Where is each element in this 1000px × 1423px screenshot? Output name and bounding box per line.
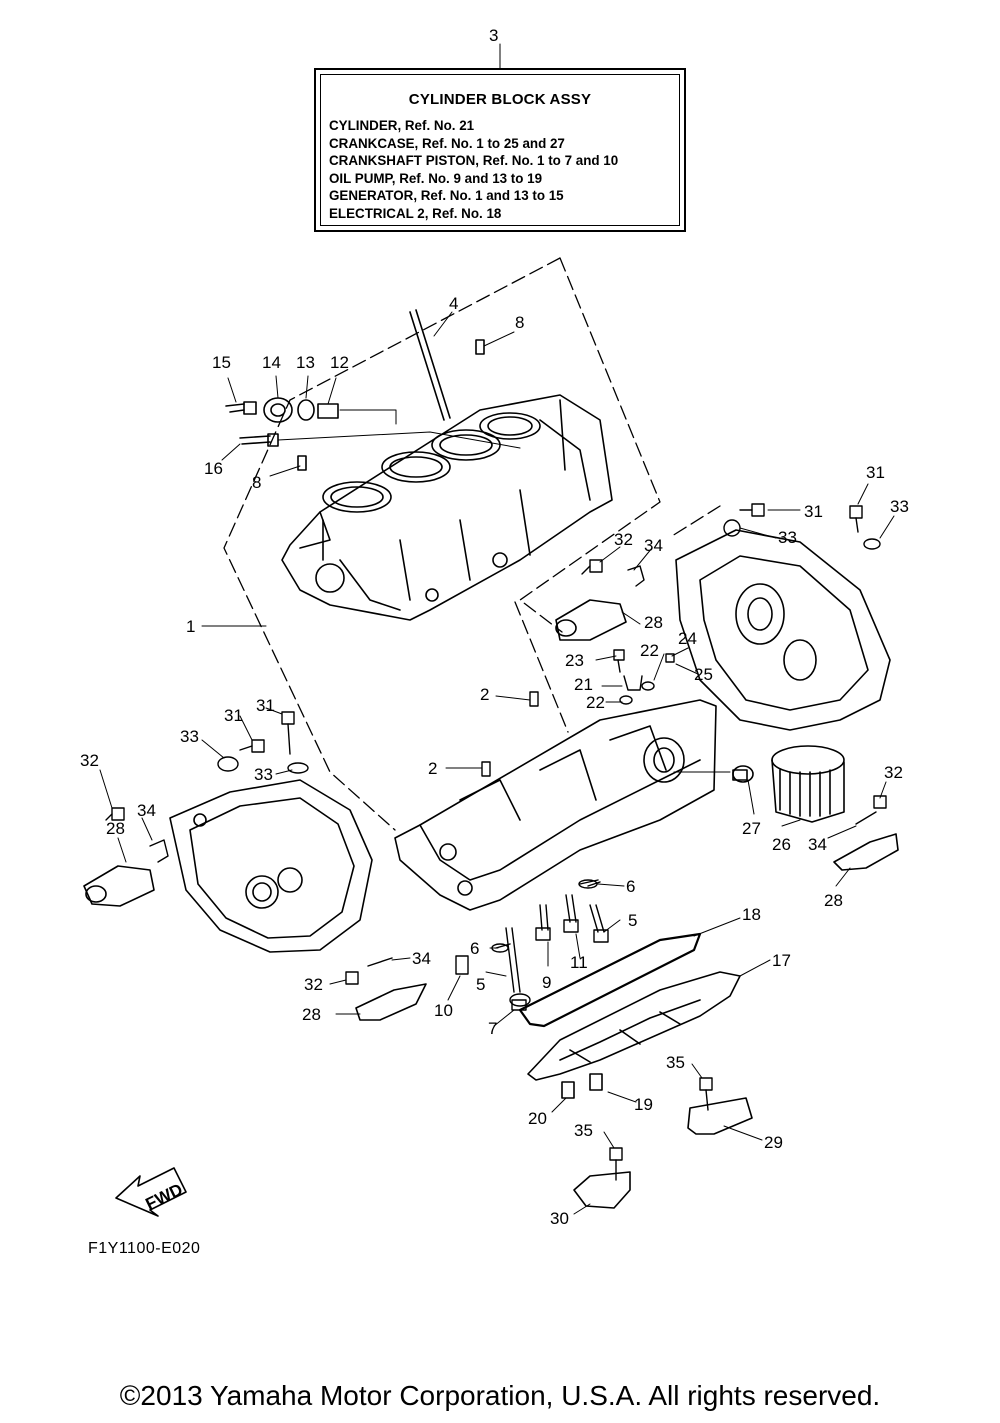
- info-line: ELECTRICAL 2, Ref. No. 18: [329, 205, 502, 221]
- callout-13: 13: [296, 353, 315, 372]
- callout-32d: 32: [304, 975, 323, 994]
- callout-34b: 34: [137, 801, 156, 820]
- callout-4: 4: [449, 294, 458, 313]
- callout-28b: 28: [106, 819, 125, 838]
- callout-22a: 22: [640, 641, 659, 660]
- callout-27: 27: [742, 819, 761, 838]
- callout-labels: 4 8 15 14 13 12 16 8 1 31 31 33 33 32 34…: [80, 294, 909, 1228]
- callout-5b: 5: [476, 975, 485, 994]
- callout-31b: 31: [804, 502, 823, 521]
- callout-7: 7: [488, 1019, 497, 1038]
- oil-fittings: [481, 653, 675, 953]
- callout-35a: 35: [666, 1053, 685, 1072]
- info-line: GENERATOR, Ref. No. 1 and 13 to 15: [329, 188, 564, 204]
- callout-9: 9: [542, 973, 551, 992]
- oil-pump-parts: [225, 397, 339, 447]
- callout-2a: 2: [480, 685, 489, 704]
- callout-33c: 33: [180, 727, 199, 746]
- right-crankcase-cover: [675, 529, 891, 731]
- callout-6a: 6: [626, 877, 635, 896]
- stud-bolt: [409, 309, 451, 421]
- cylinder-block: [281, 394, 613, 621]
- callout-15: 15: [212, 353, 231, 372]
- info-line: OIL PUMP, Ref. No. 9 and 13 to 19: [329, 170, 543, 186]
- callout-2b: 2: [428, 759, 437, 778]
- callout-29: 29: [764, 1133, 783, 1152]
- callout-34d: 34: [412, 949, 431, 968]
- copyright-notice: ©2013 Yamaha Motor Corporation, U.S.A. A…: [119, 1380, 881, 1411]
- callout-21: 21: [574, 675, 593, 694]
- callout-32c: 32: [884, 763, 903, 782]
- callout-10: 10: [434, 1001, 453, 1020]
- bolts: [455, 879, 609, 1011]
- clips: [149, 565, 877, 967]
- callout-31c: 31: [224, 706, 243, 725]
- callout-33a: 33: [890, 497, 909, 516]
- fwd-label: FWD: [143, 1180, 186, 1214]
- callout-11: 11: [570, 953, 588, 972]
- info-line: CRANKSHAFT PISTON, Ref. No. 1 to 7 and 1…: [329, 153, 619, 169]
- callout-8: 8: [515, 313, 524, 332]
- info-line: CRANKCASE, Ref. No. 1 to 25 and 27: [329, 135, 565, 151]
- fwd-arrow-icon: FWD: [115, 1167, 187, 1217]
- dowel-pin: [297, 455, 307, 471]
- callout-1: 1: [186, 617, 195, 636]
- callout-35b: 35: [574, 1121, 593, 1140]
- oil-pan-gasket: [518, 932, 702, 1028]
- info-box-ref-number: 3: [489, 26, 499, 45]
- callout-16: 16: [204, 459, 223, 478]
- oil-pan: [527, 971, 741, 1099]
- engine-mount: [83, 599, 899, 1209]
- info-box: CYLINDER BLOCK ASSY CYLINDER, Ref. No. 2…: [314, 68, 686, 232]
- callout-33d: 33: [254, 765, 273, 784]
- callout-30: 30: [550, 1209, 569, 1228]
- callout-12: 12: [330, 353, 349, 372]
- callout-8b: 8: [252, 473, 261, 492]
- callout-18: 18: [742, 905, 761, 924]
- callout-28a: 28: [644, 613, 663, 632]
- oil-filter: [732, 745, 845, 823]
- assembly-boundary: [223, 257, 721, 831]
- callout-24: 24: [678, 629, 697, 648]
- callout-14: 14: [262, 353, 281, 372]
- callout-31a: 31: [866, 463, 885, 482]
- callout-23: 23: [565, 651, 584, 670]
- callout-33b: 33: [778, 528, 797, 547]
- dowel-pin: [475, 339, 485, 355]
- callout-20: 20: [528, 1109, 547, 1128]
- info-box-lines: CYLINDER, Ref. No. 21 CRANKCASE, Ref. No…: [329, 117, 618, 223]
- callout-34a: 34: [644, 536, 663, 555]
- callout-32a: 32: [614, 530, 633, 549]
- info-box-title: CYLINDER BLOCK ASSY: [408, 91, 592, 108]
- callout-34c: 34: [808, 835, 827, 854]
- callout-22b: 22: [586, 693, 605, 712]
- callout-26: 26: [772, 835, 791, 854]
- callout-19: 19: [634, 1095, 653, 1114]
- callout-17: 17: [772, 951, 791, 970]
- callout-31d: 31: [256, 696, 275, 715]
- callout-25: 25: [694, 665, 713, 684]
- leader-lines: [99, 43, 895, 1215]
- crankcase: [394, 699, 717, 911]
- info-line: CYLINDER, Ref. No. 21: [329, 118, 475, 133]
- callout-6b: 6: [470, 939, 479, 958]
- diagram-code: F1Y1100-E020: [88, 1240, 201, 1257]
- info-box-inner-frame: CYLINDER BLOCK ASSY CYLINDER, Ref. No. 2…: [320, 74, 680, 226]
- callout-5a: 5: [628, 911, 637, 930]
- callout-28d: 28: [302, 1005, 321, 1024]
- mount-bolts: [105, 503, 887, 1181]
- left-crankcase-cover: [169, 779, 373, 953]
- callout-28c: 28: [824, 891, 843, 910]
- callout-32b: 32: [80, 751, 99, 770]
